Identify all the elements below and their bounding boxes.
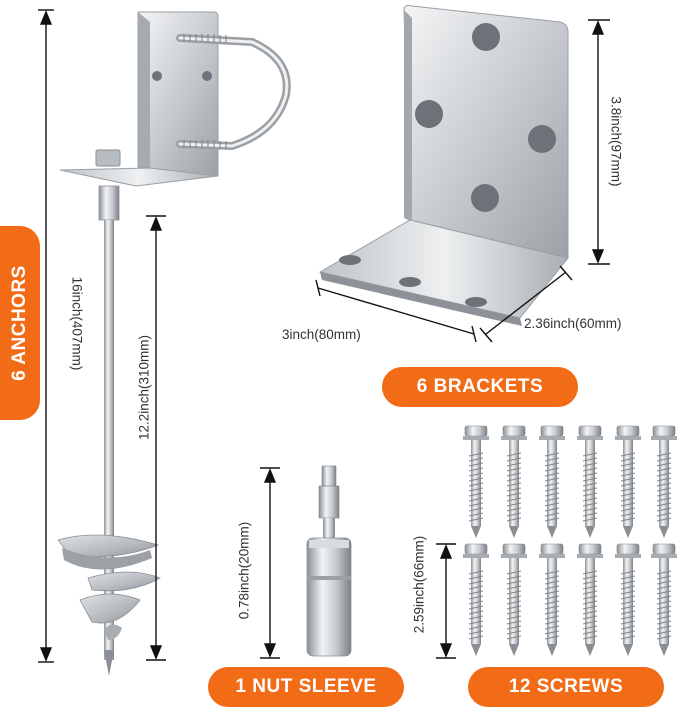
- screw: [577, 543, 603, 656]
- screw: [651, 543, 677, 656]
- screw: [501, 425, 527, 538]
- screws-illustration: [463, 425, 677, 656]
- sleeve-dimension-text: 0.78inch(20mm): [236, 521, 252, 620]
- bracket-width-dimension-text: 3inch(80mm): [282, 327, 361, 342]
- screw: [651, 425, 677, 538]
- screw: [539, 543, 565, 656]
- screw-dimension-text: 2.59inch(66mm): [411, 535, 427, 634]
- screw: [539, 425, 565, 538]
- screws-label-text: 12 SCREWS: [508, 676, 624, 697]
- screw: [463, 543, 489, 656]
- nut-sleeve-illustration: [306, 465, 352, 657]
- anchor-illustration: [57, 11, 291, 676]
- screw: [615, 543, 641, 656]
- bracket-depth-dimension-line: [479, 265, 573, 343]
- anchors-label-text: 6 ANCHORS: [9, 265, 31, 381]
- anchors-label: 6 ANCHORS: [0, 226, 40, 420]
- screw: [501, 543, 527, 656]
- anchor-total-dimension-text: 16inch(407mm): [69, 276, 85, 371]
- bracket-illustration: [318, 5, 569, 326]
- screw: [577, 425, 603, 538]
- brackets-label-text: 6 BRACKETS: [416, 376, 544, 397]
- nut-sleeve-label: 1 NUT SLEEVE: [208, 667, 404, 707]
- bracket-width-dimension-line: [315, 279, 477, 343]
- anchor-shaft-dimension-text: 12.2inch(310mm): [136, 334, 152, 441]
- sleeve-dimension-line: [260, 467, 280, 659]
- brackets-label: 6 BRACKETS: [382, 367, 578, 407]
- screw-dimension-line: [436, 543, 456, 659]
- screw: [615, 425, 641, 538]
- bracket-depth-dimension-text: 2.36inch(60mm): [524, 316, 622, 331]
- anchor-shaft-dimension-line: [146, 215, 166, 661]
- screw: [463, 425, 489, 538]
- bracket-height-dimension-line: [588, 19, 610, 265]
- screws-label: 12 SCREWS: [468, 667, 664, 707]
- anchor-total-dimension-line: [38, 9, 54, 663]
- bracket-height-dimension-text: 3.8inch(97mm): [608, 96, 624, 187]
- nut-sleeve-label-text: 1 NUT SLEEVE: [235, 676, 377, 697]
